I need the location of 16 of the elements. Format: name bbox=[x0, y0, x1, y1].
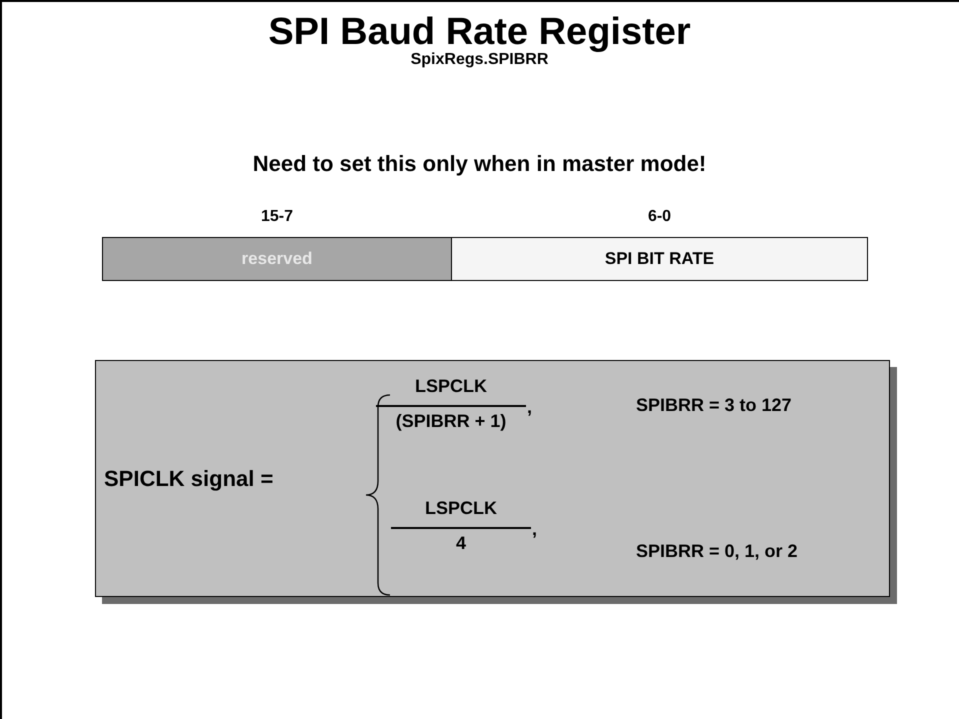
note-text: Need to set this only when in master mode! bbox=[252, 150, 708, 178]
comma: , bbox=[532, 519, 538, 540]
numerator: LSPCLK bbox=[424, 498, 498, 519]
denominator: (SPIBRR + 1) bbox=[376, 405, 526, 432]
numerator: LSPCLK bbox=[414, 376, 488, 397]
condition-text: SPIBRR = 3 to 127 bbox=[636, 395, 792, 416]
denominator: 4 bbox=[391, 527, 531, 554]
field-name: SPI BIT RATE bbox=[604, 249, 716, 269]
register-name: SpixRegs.SPIBRR bbox=[410, 51, 548, 70]
comma: , bbox=[527, 397, 532, 418]
bit-range: 15-7 bbox=[260, 208, 294, 226]
bit-range: 6-0 bbox=[646, 208, 672, 226]
field-name: reserved bbox=[240, 249, 314, 269]
condition-text: SPIBRR = 0, 1, or 2 bbox=[636, 541, 798, 562]
formula-text: SPICLK signal = bbox=[104, 466, 274, 492]
title: SPI Baud Rate Register bbox=[267, 10, 692, 53]
